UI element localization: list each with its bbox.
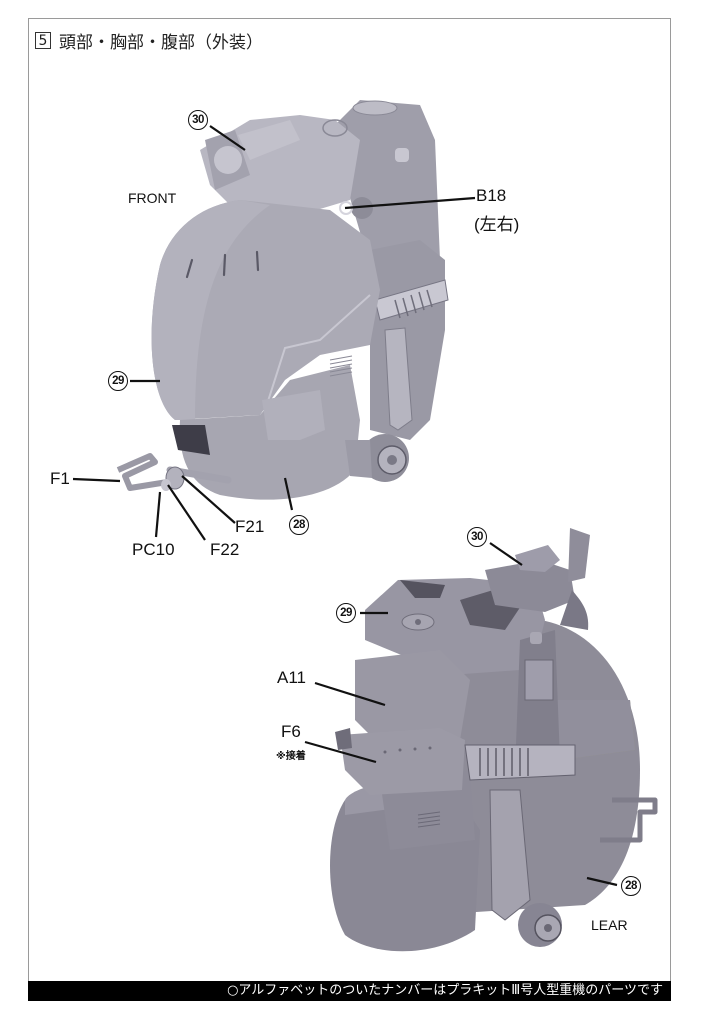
front-view-label: FRONT	[128, 190, 177, 206]
callout-f1: F1	[50, 469, 70, 488]
footer-note-text: ○アルファベットのついたナンバーはプラキットⅢ号人型重機のパーツです	[227, 983, 663, 998]
footer-note-bar: ○アルファベットのついたナンバーはプラキットⅢ号人型重機のパーツです	[28, 981, 671, 1001]
rear-view-label: LEAR	[591, 917, 628, 933]
step-title-text: 頭部・胸部・腹部（外装）	[59, 33, 263, 53]
front-view-model-image	[116, 100, 449, 500]
callout-29-rear: 29	[336, 603, 356, 623]
callout-28-rear: 28	[621, 876, 641, 896]
step-number-box: 5	[35, 32, 51, 49]
callout-f22: F22	[210, 540, 240, 559]
callout-30-rear: 30	[467, 527, 487, 547]
callout-29-front: 29	[108, 371, 128, 391]
step-title: 5 頭部・胸部・腹部（外装）	[35, 28, 263, 53]
page-frame	[28, 18, 671, 1000]
rear-view-model-image	[330, 528, 658, 952]
callout-30-front: 30	[188, 110, 208, 130]
callout-28-front: 28	[289, 515, 309, 535]
callout-f6-note: ※接着	[276, 751, 306, 762]
callout-b18-note: (左右)	[474, 215, 520, 234]
leader-lines	[72, 125, 618, 887]
callout-f6: F6	[281, 722, 301, 741]
callout-pc10: PC10	[132, 540, 175, 559]
callout-b18: B18	[476, 186, 507, 205]
callout-f21: F21	[235, 517, 265, 536]
callout-a11: A11	[277, 668, 306, 687]
